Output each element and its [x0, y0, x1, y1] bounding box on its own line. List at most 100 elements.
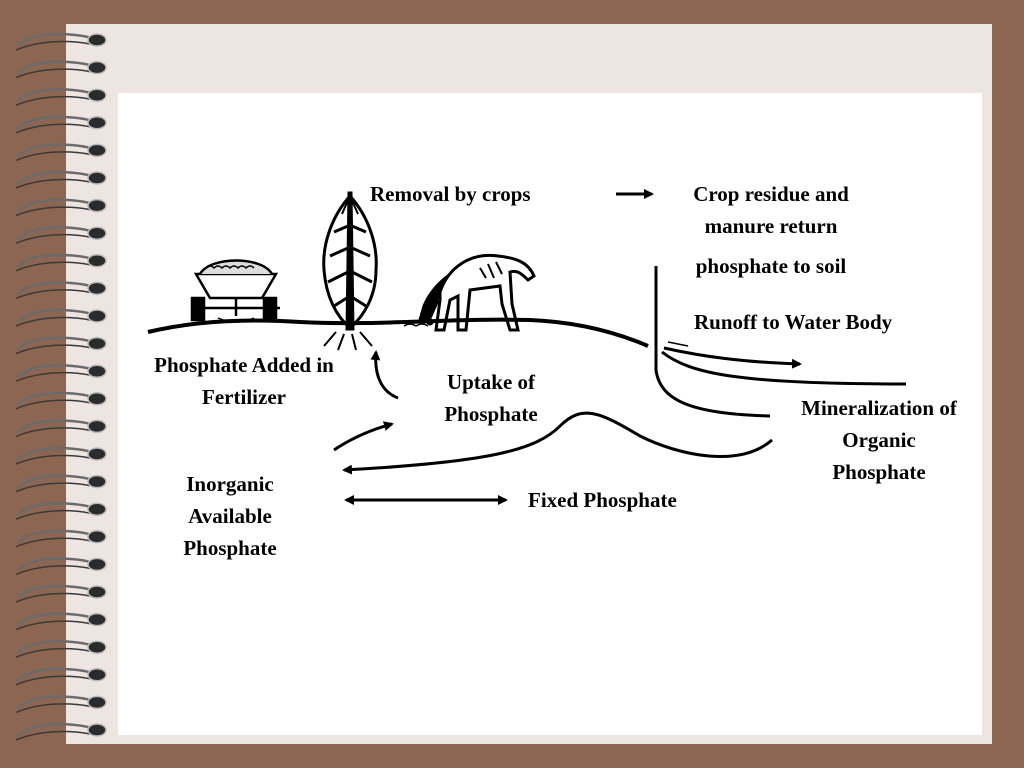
spiral-ring-shadow: [15, 261, 91, 272]
mineralization-label-line3: Phosphate: [832, 460, 926, 484]
spiral-ring-shadow: [15, 178, 91, 189]
spiral-hole: [87, 695, 107, 710]
spiral-hole: [87, 612, 107, 627]
residue-return-path: [654, 266, 771, 418]
spiral-ring-shadow: [15, 316, 91, 327]
uptake-label-line1: Uptake of: [446, 370, 536, 394]
spiral-hole: [87, 198, 107, 213]
spiral-hole: [87, 226, 107, 240]
inorganic-label-line1: Inorganic: [186, 472, 274, 496]
spiral-hole: [87, 281, 107, 296]
spiral-ring: [17, 667, 93, 682]
spiral-ring: [17, 88, 93, 103]
spiral-ring: [17, 446, 93, 461]
spiral-hole: [87, 557, 107, 572]
spiral-ring: [17, 502, 93, 517]
spiral-ring: [17, 419, 93, 434]
spiral-hole: [87, 419, 107, 434]
spiral-ring-shadow: [15, 730, 91, 741]
corn-plant-icon: [322, 191, 378, 351]
uptake-arrow: [370, 350, 399, 400]
spiral-ring-shadow: [15, 537, 91, 548]
spiral-ring-shadow: [15, 675, 91, 686]
spiral-ring: [17, 391, 93, 406]
mineralization-label-line2: Organic: [842, 428, 916, 452]
spiral-ring: [17, 722, 93, 737]
grazing-horse-icon: [403, 253, 536, 332]
spiral-hole: [87, 530, 107, 544]
spiral-hole: [87, 60, 107, 75]
spiral-ring: [17, 364, 93, 379]
spiral-ring-shadow: [15, 648, 91, 658]
fertilizer-to-inorganic-arrow: [333, 421, 394, 452]
spiral-ring: [17, 115, 93, 130]
spiral-ring-shadow: [15, 565, 91, 576]
spiral-ring-shadow: [15, 482, 91, 493]
spiral-ring: [17, 281, 93, 296]
spiral-ring-shadow: [15, 703, 91, 714]
spiral-ring-shadow: [15, 40, 91, 51]
spiral-ring-shadow: [15, 151, 91, 162]
spiral-ring-shadow: [15, 344, 91, 355]
spiral-ring: [17, 474, 93, 489]
spiral-ring-shadow: [15, 510, 91, 520]
spiral-hole: [87, 336, 107, 351]
spiral-ring: [17, 253, 93, 268]
spiral-ring: [17, 529, 93, 544]
spiral-ring-shadow: [15, 592, 91, 603]
spiral-hole: [87, 171, 107, 185]
spiral-hole: [87, 143, 107, 158]
spiral-hole: [87, 309, 107, 323]
removal-by-crops-label: Removal by crops: [370, 182, 531, 206]
spiral-ring: [17, 60, 93, 75]
spiral-ring: [17, 584, 93, 599]
crop-residue-label-line2: manure return: [704, 214, 838, 238]
runoff-arrow: [661, 341, 907, 386]
spiral-hole: [87, 33, 107, 47]
phosphate-added-label-line2: Fertilizer: [202, 385, 286, 409]
spiral-hole: [87, 474, 107, 489]
spiral-ring-shadow: [15, 399, 91, 410]
mineralization-label-line1: Mineralization of: [801, 396, 957, 420]
spiral-ring: [17, 557, 93, 572]
spiral-ring: [17, 170, 93, 185]
ground-line: [147, 317, 649, 348]
slide-area: [118, 93, 982, 735]
crop-residue-label-line3: phosphate to soil: [695, 254, 847, 278]
spiral-hole: [87, 254, 107, 268]
spiral-ring: [17, 612, 93, 627]
phosphate-added-label-line1: Phosphate Added in: [154, 353, 334, 377]
spiral-hole: [87, 585, 107, 599]
runoff-label: Runoff to Water Body: [694, 310, 893, 334]
spiral-ring-shadow: [15, 620, 91, 631]
spiral-ring-shadow: [15, 68, 91, 79]
spiral-hole: [87, 640, 107, 654]
spiral-hole: [87, 88, 107, 102]
uptake-label-line2: Phosphate: [444, 402, 538, 426]
spiral-ring: [17, 308, 93, 323]
spiral-hole: [87, 116, 107, 130]
spiral-hole: [87, 447, 107, 461]
spiral-hole: [87, 364, 107, 378]
spiral-ring-shadow: [15, 372, 91, 382]
spiral-hole: [87, 723, 107, 737]
spiral-ring-shadow: [15, 123, 91, 134]
spiral-ring: [17, 198, 93, 213]
inorganic-label-line2: Available: [188, 504, 272, 528]
crop-residue-label-line1: Crop residue and: [693, 182, 849, 206]
spiral-binding-icon: [15, 32, 107, 741]
spiral-ring-shadow: [15, 234, 91, 244]
fixed-phosphate-label: Fixed Phosphate: [528, 488, 677, 512]
spiral-hole: [87, 668, 107, 682]
spiral-ring-shadow: [15, 427, 91, 438]
spiral-ring-shadow: [15, 96, 91, 106]
spiral-ring: [17, 336, 93, 351]
spiral-ring: [17, 32, 93, 47]
spiral-ring-shadow: [15, 206, 91, 217]
fertilizer-spreader-icon: [190, 259, 280, 323]
inorganic-label-line3: Phosphate: [183, 536, 277, 560]
spiral-ring: [17, 640, 93, 655]
spiral-ring-shadow: [15, 454, 91, 465]
spiral-ring: [17, 143, 93, 158]
